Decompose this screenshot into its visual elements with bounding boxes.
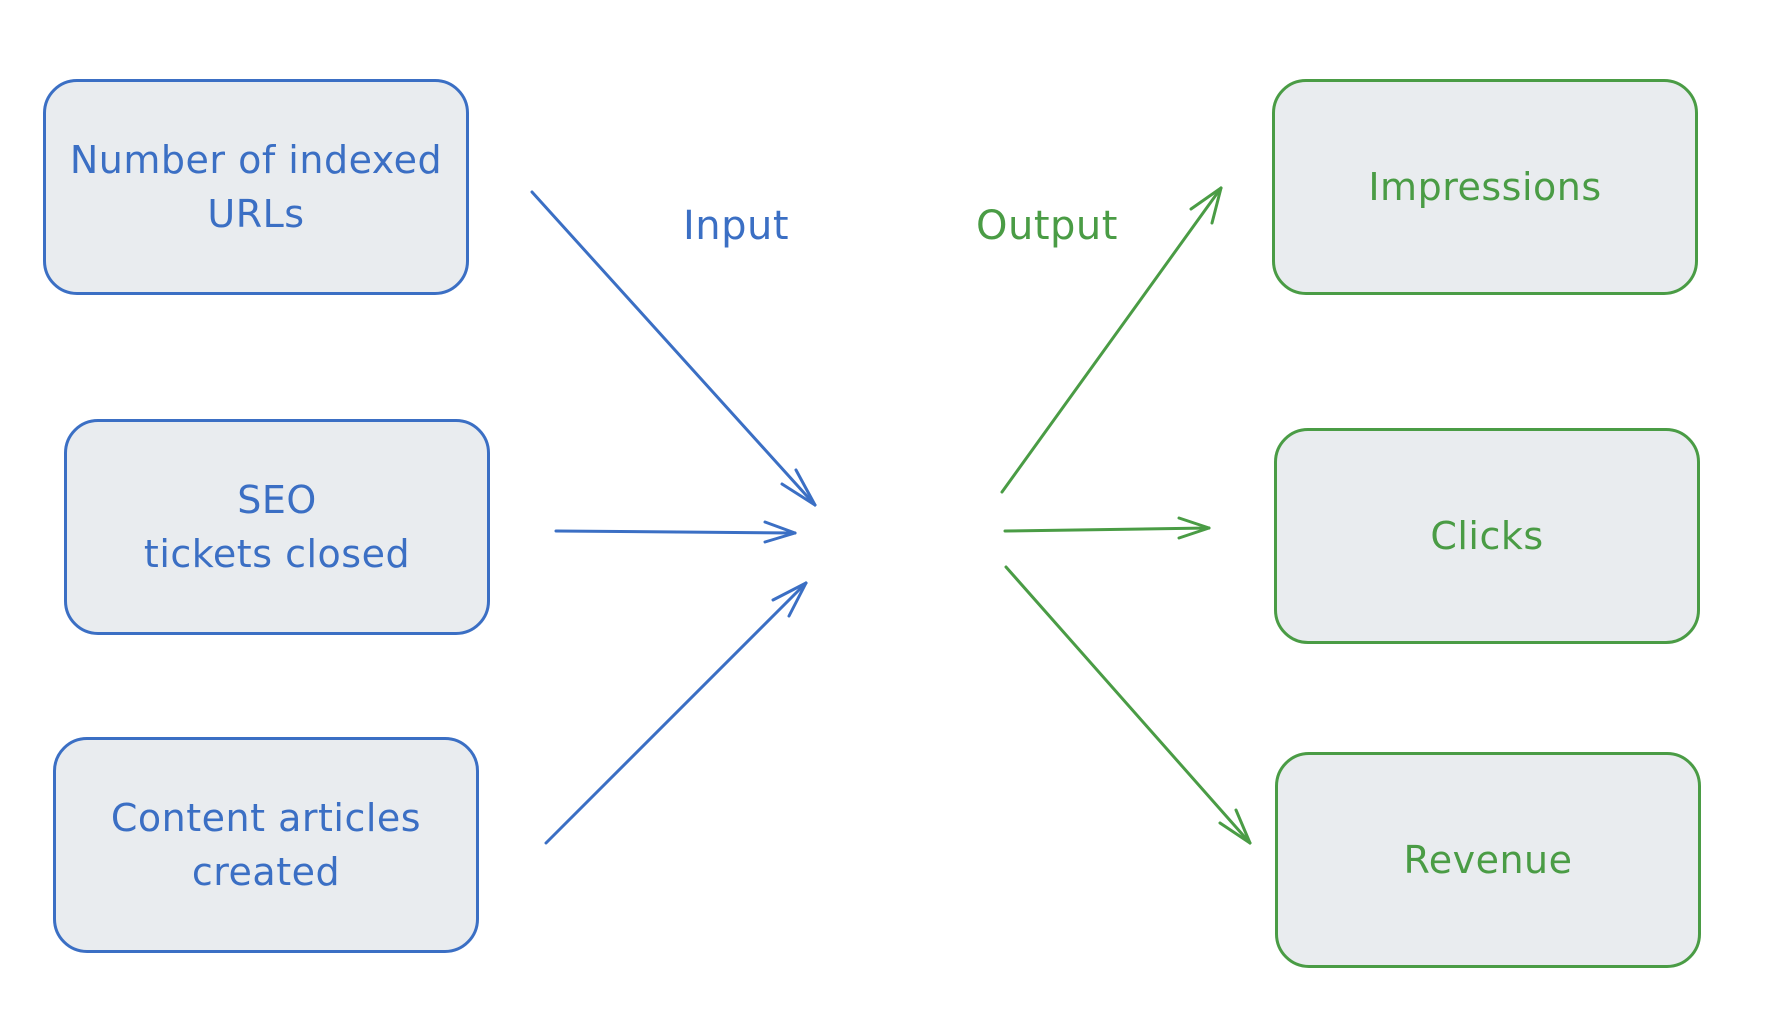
output-box-revenue: Revenue: [1275, 752, 1701, 968]
arrow-content-articles-to-center: [544, 581, 808, 845]
output-caption: Output: [976, 203, 1118, 249]
input-caption: Input: [683, 203, 790, 249]
arrow-seo-tickets-to-center: [554, 520, 797, 544]
output-box-impressions: Impressions: [1272, 79, 1698, 295]
output-box-clicks: Clicks: [1274, 428, 1700, 644]
input-box-content-articles: Content articles created: [53, 737, 479, 953]
input-box-indexed-urls: Number of indexed URLs: [43, 79, 469, 295]
arrow-center-to-clicks: [1003, 516, 1211, 540]
arrow-center-to-revenue: [1004, 565, 1252, 845]
input-box-seo-tickets: SEO tickets closed: [64, 419, 490, 635]
